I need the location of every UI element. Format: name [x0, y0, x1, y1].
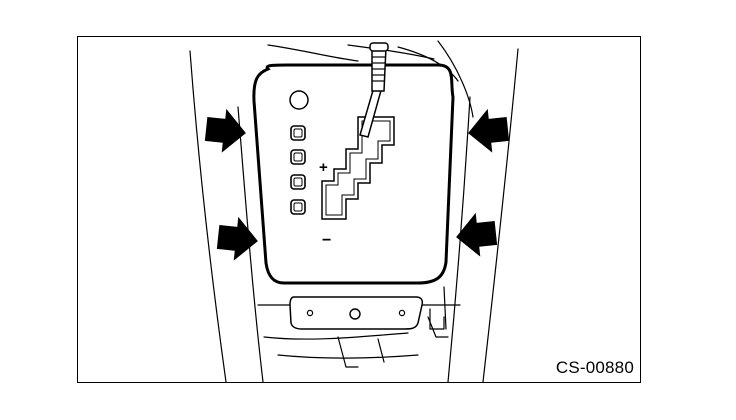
shift-gate-inner: [325, 120, 391, 216]
mounting-bracket: [289, 296, 424, 330]
lower-structure-line: [337, 336, 359, 368]
arrow-lower-left: [216, 216, 258, 261]
gate-plus-symbol: +: [319, 159, 328, 176]
upper-structure-line: [397, 46, 459, 82]
shift-lever: [359, 42, 389, 138]
bracket-hole-right: [398, 309, 406, 317]
console-left-inner: [237, 106, 264, 382]
bracket-hole-center: [349, 308, 361, 320]
position-indicators: [290, 125, 306, 215]
upper-structure-line: [347, 44, 435, 60]
lower-structure-line: [443, 286, 447, 330]
figure-frame: + − CS-00880: [77, 36, 641, 383]
figure-code-label: CS-00880: [555, 358, 634, 377]
lower-structure-line: [277, 354, 419, 359]
upper-structure-line: [437, 40, 474, 118]
lower-structure-line: [429, 308, 445, 330]
upper-structure-line: [267, 44, 359, 62]
bracket-hole-left: [306, 309, 314, 317]
arrow-upper-left: [204, 108, 246, 153]
arrow-upper-right: [468, 108, 510, 153]
lower-structure-line: [263, 332, 409, 340]
lower-structure-line: [427, 316, 449, 338]
arrow-lower-right: [456, 212, 498, 257]
indicator-button: [289, 90, 309, 110]
shift-console-illustration: + −: [189, 40, 519, 382]
shift-gate: [321, 116, 395, 220]
console-right-outline: [482, 48, 519, 382]
console-right-inner: [447, 96, 471, 382]
lower-structure-line: [377, 338, 385, 363]
gate-minus-symbol: −: [322, 232, 331, 249]
console-left-outline: [189, 50, 227, 382]
